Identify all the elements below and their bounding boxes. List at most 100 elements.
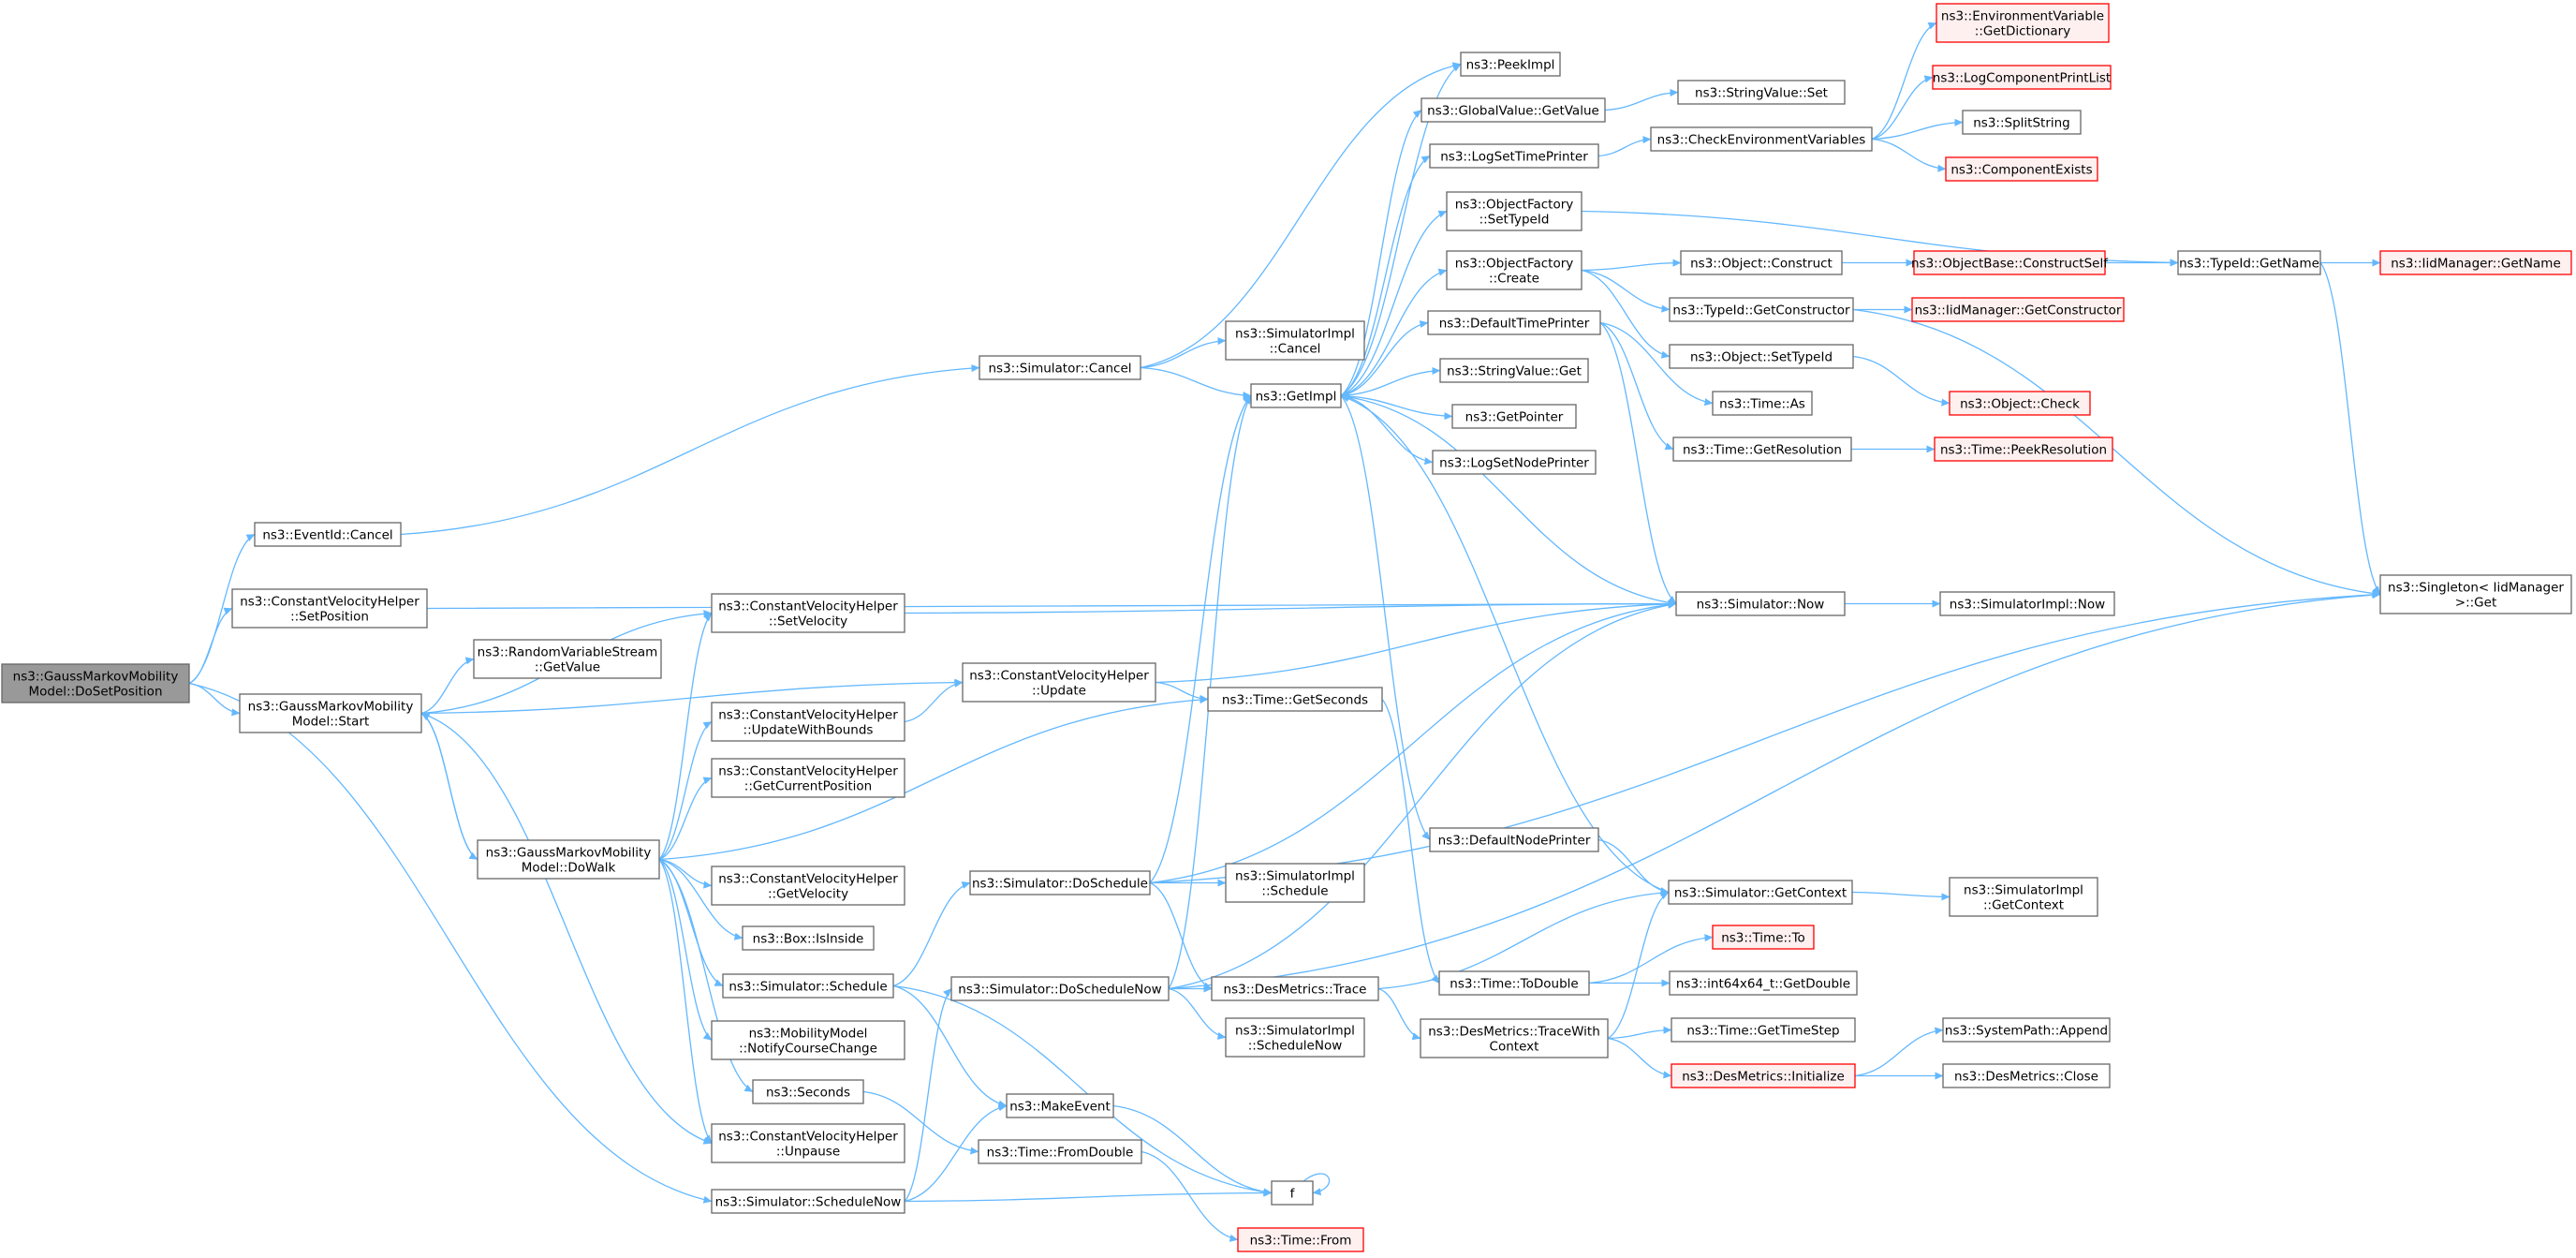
node-eventid-cancel[interactable]: ns3::EventId::Cancel	[254, 522, 402, 547]
node-label: ns3::SimulatorImpl	[1235, 327, 1355, 342]
node-simimpl-cancel[interactable]: ns3::SimulatorImpl::Cancel	[1225, 320, 1365, 361]
node-desm-initialize[interactable]: ns3::DesMetrics::Initialize	[1671, 1063, 1856, 1088]
node-label: ns3::Box::IsInside	[753, 932, 864, 947]
node-cvh-unpause[interactable]: ns3::ConstantVelocityHelper::Unpause	[711, 1123, 905, 1163]
node-label: ns3::Simulator::Schedule	[729, 980, 887, 995]
node-box	[1420, 97, 1606, 123]
node-desm-trace[interactable]: ns3::DesMetrics::Trace	[1211, 976, 1379, 1001]
edge-arrow	[1149, 881, 1213, 990]
node-logsetnodeprinter[interactable]: ns3::LogSetNodePrinter	[1432, 450, 1597, 475]
node-cvh-setposition[interactable]: ns3::ConstantVelocityHelper::SetPosition	[231, 588, 428, 629]
node-sim-doschedule[interactable]: ns3::Simulator::DoSchedule	[969, 870, 1151, 895]
node-singleton-get[interactable]: ns3::Singleton< IidManager>::Get	[2379, 574, 2572, 614]
node-defaulttimeprinter[interactable]: ns3::DefaultTimePrinter	[1427, 310, 1601, 335]
edge-arrow	[420, 678, 964, 715]
edge-of_create-to-obj_settypeid	[1581, 269, 1671, 359]
node-time-to[interactable]: ns3::Time::To	[1712, 925, 1815, 950]
node-getpointer[interactable]: ns3::GetPointer	[1451, 404, 1577, 429]
node-objbase-constructself[interactable]: ns3::ObjectBase::ConstructSelf	[1911, 250, 2109, 275]
node-simimpl-schedulenow[interactable]: ns3::SimulatorImpl::ScheduleNow	[1225, 1017, 1365, 1058]
node-label: ns3::LogComponentPrintList	[1933, 71, 2111, 86]
edge-arrow	[904, 679, 964, 723]
node-label: ns3::Simulator::ScheduleNow	[715, 1195, 902, 1210]
node-int64-getdouble[interactable]: ns3::int64x64_t::GetDouble	[1669, 970, 1858, 996]
node-systempath-append[interactable]: ns3::SystemPath::Append	[1942, 1017, 2111, 1043]
node-f[interactable]: f	[1271, 1180, 1314, 1206]
node-box	[1237, 1227, 1364, 1252]
node-logcomponentprintlist[interactable]: ns3::LogComponentPrintList	[1932, 65, 2112, 90]
node-label: ns3::SimulatorImpl	[1235, 869, 1355, 884]
node-box-isinside[interactable]: ns3::Box::IsInside	[742, 925, 875, 951]
node-typeid-getconstructor[interactable]: ns3::TypeId::GetConstructor	[1669, 297, 1854, 322]
node-box	[1680, 250, 1843, 275]
node-label: ns3::GaussMarkovMobility	[248, 700, 414, 715]
node-of-create[interactable]: ns3::ObjectFactory::Create	[1446, 250, 1582, 290]
node-label: ns3::MobilityModel	[749, 1027, 868, 1042]
node-simimpl-getcontext[interactable]: ns3::SimulatorImpl::GetContext	[1949, 877, 2098, 917]
node-sim-cancel[interactable]: ns3::Simulator::Cancel	[979, 355, 1141, 380]
node-time-todouble[interactable]: ns3::Time::ToDouble	[1438, 970, 1590, 996]
node-label: ::SetPosition	[290, 610, 369, 625]
node-rvs-getvalue[interactable]: ns3::RandomVariableStream::GetValue	[473, 639, 662, 679]
node-sim-getcontext[interactable]: ns3::Simulator::GetContext	[1668, 880, 1853, 905]
node-box	[1932, 65, 2112, 90]
node-cvh-getvelocity[interactable]: ns3::ConstantVelocityHelper::GetVelocity	[711, 866, 905, 906]
node-sv-set[interactable]: ns3::StringValue::Set	[1677, 80, 1846, 105]
node-defaultnodeprinter[interactable]: ns3::DefaultNodePrinter	[1429, 827, 1599, 852]
node-time-getseconds[interactable]: ns3::Time::GetSeconds	[1207, 687, 1383, 712]
node-box	[1671, 1063, 1856, 1088]
node-componentexists[interactable]: ns3::ComponentExists	[1945, 156, 2098, 182]
node-time-as[interactable]: ns3::Time::As	[1712, 391, 1813, 416]
node-sim-doschedulenow[interactable]: ns3::Simulator::DoScheduleNow	[950, 976, 1170, 1001]
node-seconds[interactable]: ns3::Seconds	[752, 1079, 864, 1104]
node-label: ns3::Object::SetTypeId	[1690, 350, 1833, 365]
node-typeid-getname[interactable]: ns3::TypeId::GetName	[2177, 250, 2321, 275]
node-label: Model::Start	[292, 715, 370, 730]
node-obj-check[interactable]: ns3::Object::Check	[1949, 391, 2091, 416]
node-time-getresolution[interactable]: ns3::Time::GetResolution	[1672, 437, 1852, 462]
node-peekimpl[interactable]: ns3::PeekImpl	[1460, 52, 1561, 77]
node-splitstring[interactable]: ns3::SplitString	[1962, 110, 2082, 135]
node-time-gettimestep[interactable]: ns3::Time::GetTimeStep	[1671, 1017, 1856, 1043]
node-cvh-updatewithbounds[interactable]: ns3::ConstantVelocityHelper::UpdateWithB…	[711, 702, 905, 742]
node-time-from[interactable]: ns3::Time::From	[1237, 1227, 1364, 1252]
node-obj-construct[interactable]: ns3::Object::Construct	[1680, 250, 1843, 275]
node-makeevent[interactable]: ns3::MakeEvent	[1006, 1093, 1114, 1118]
node-gv-getvalue[interactable]: ns3::GlobalValue::GetValue	[1420, 97, 1606, 123]
node-cvh-setvelocity[interactable]: ns3::ConstantVelocityHelper::SetVelocity	[711, 593, 905, 633]
node-iidm-getname[interactable]: ns3::IidManager::GetName	[2379, 250, 2572, 275]
node-desm-close[interactable]: ns3::DesMetrics::Close	[1942, 1063, 2111, 1088]
node-label: ns3::Object::Check	[1960, 397, 2080, 412]
node-getimpl[interactable]: ns3::GetImpl	[1250, 383, 1342, 408]
node-of-settypeid[interactable]: ns3::ObjectFactory::SetTypeId	[1446, 191, 1582, 231]
node-sim-schedulenow[interactable]: ns3::Simulator::ScheduleNow	[711, 1189, 905, 1214]
node-box	[1677, 80, 1846, 105]
node-simimpl-schedule[interactable]: ns3::SimulatorImpl::Schedule	[1225, 863, 1365, 903]
node-cvh-update[interactable]: ns3::ConstantVelocityHelper::Update	[962, 662, 1156, 703]
node-sv-get[interactable]: ns3::StringValue::Get	[1439, 358, 1589, 383]
edge-arrow	[1581, 259, 1682, 272]
node-obj-settypeid[interactable]: ns3::Object::SetTypeId	[1669, 344, 1854, 369]
node-time-peekresolution[interactable]: ns3::Time::PeekResolution	[1934, 437, 2113, 462]
edge-arrow	[1377, 889, 1670, 990]
node-sim-now[interactable]: ns3::Simulator::Now	[1675, 591, 1846, 616]
node-mm-notify[interactable]: ns3::MobilityModel::NotifyCourseChange	[711, 1020, 905, 1060]
node-time-fromdouble[interactable]: ns3::Time::FromDouble	[978, 1139, 1142, 1164]
edge-gmm_dowalk-to-cvh_setvelocity	[658, 613, 713, 860]
node-logsettimeprinter[interactable]: ns3::LogSetTimePrinter	[1429, 143, 1599, 169]
node-cvh-getcurrentposition[interactable]: ns3::ConstantVelocityHelper::GetCurrentP…	[711, 758, 905, 798]
node-checkenv[interactable]: ns3::CheckEnvironmentVariables	[1650, 126, 1873, 152]
edge-sim_now-to-getimpl	[1340, 392, 1677, 605]
node-ev-getdictionary[interactable]: ns3::EnvironmentVariable::GetDictionary	[1936, 3, 2110, 43]
node-simimpl-now[interactable]: ns3::SimulatorImpl::Now	[1939, 591, 2115, 616]
node-box	[711, 866, 905, 906]
edge-arrow	[1340, 268, 1448, 397]
node-label: ns3::ComponentExists	[1950, 163, 2092, 178]
node-iidm-getconstructor[interactable]: ns3::IidManager::GetConstructor	[1911, 297, 2125, 322]
node-sim-schedule[interactable]: ns3::Simulator::Schedule	[722, 973, 894, 999]
edge-arrow	[1168, 600, 1677, 990]
node-root[interactable]: ns3::GaussMarkovMobilityModel::DoSetPosi…	[1, 663, 190, 703]
